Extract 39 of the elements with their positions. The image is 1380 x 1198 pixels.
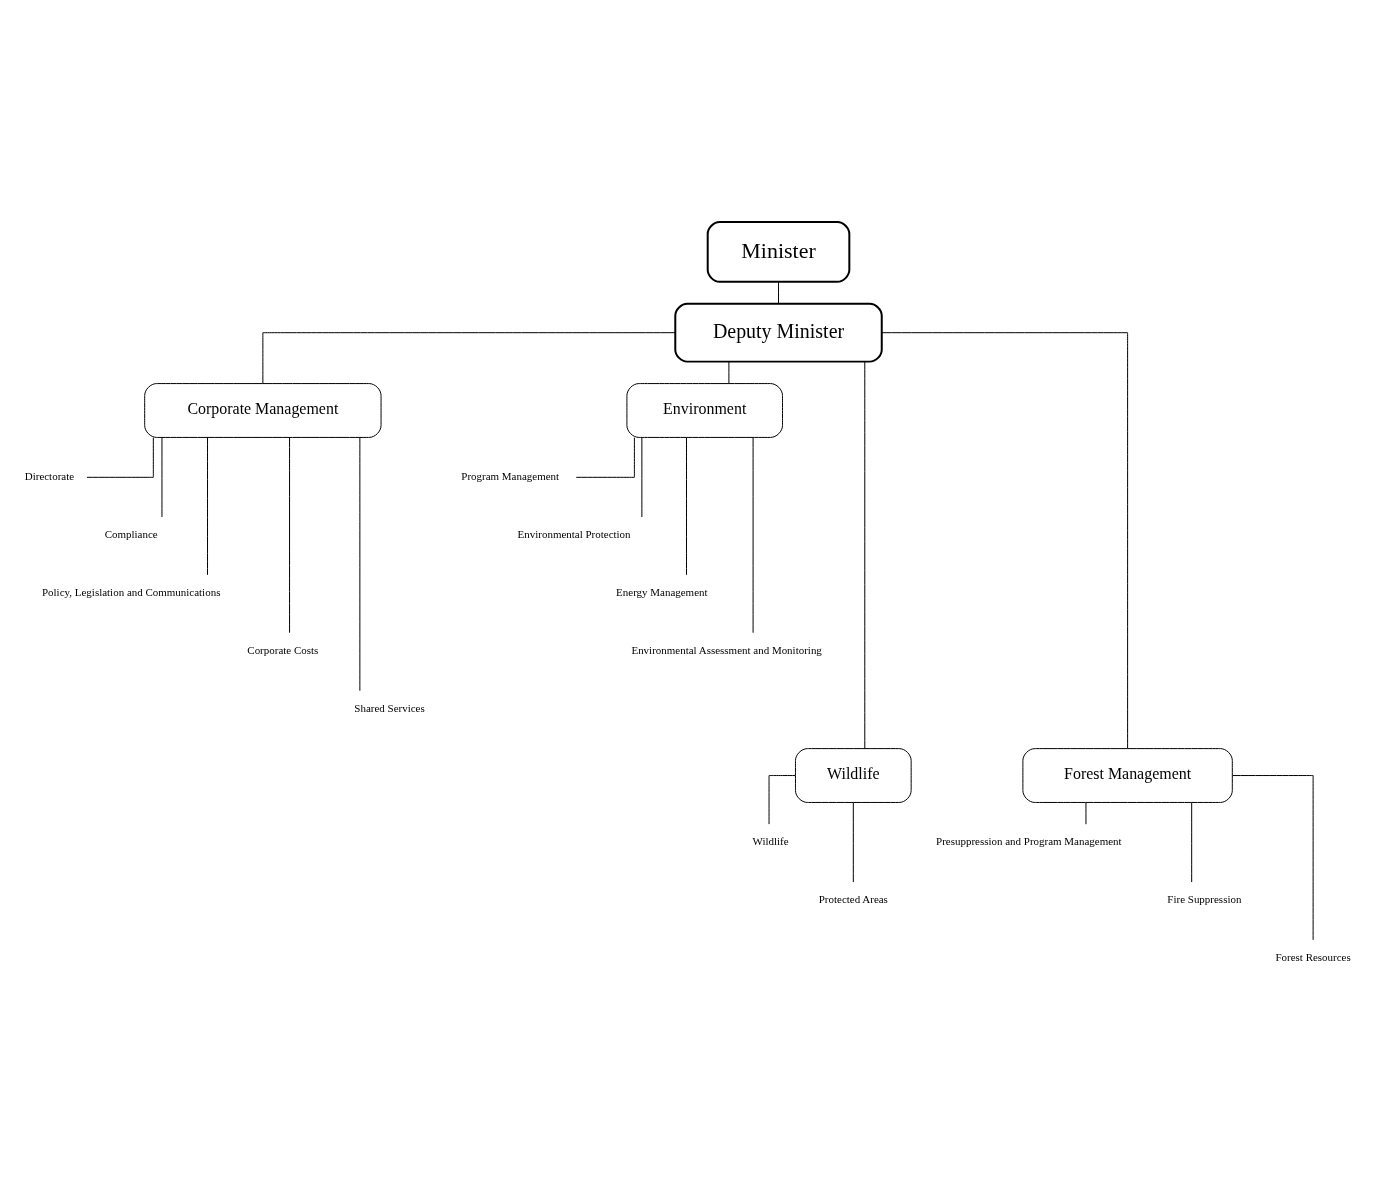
node-box: Forest Management (1022, 748, 1233, 803)
node-box: Environment (626, 383, 783, 438)
node-box: Corporate Management (144, 383, 382, 438)
node-text: Presuppression and Program Management (936, 835, 1122, 848)
connector (289, 437, 291, 634)
node-text: Fire Suppression (1167, 893, 1242, 905)
connector (881, 332, 1129, 749)
connector (575, 437, 635, 478)
connector (752, 437, 754, 634)
node-box: Wildlife (794, 748, 912, 803)
connector (852, 802, 854, 883)
connector (778, 281, 779, 305)
node-text: Compliance (104, 527, 158, 540)
node-text: Program Management (461, 470, 560, 483)
node-text: Wildlife (752, 835, 789, 848)
connector (1191, 802, 1193, 883)
connector (207, 436, 208, 576)
node-text: Environmental Protection (517, 527, 631, 540)
connector (161, 437, 163, 518)
connector (686, 436, 687, 576)
connector (359, 437, 361, 692)
connector (262, 332, 676, 384)
node-text: Corporate Costs (247, 643, 319, 656)
connector (1085, 802, 1087, 825)
node-box: Minister (706, 221, 851, 283)
node-text: Protected Areas (818, 893, 888, 905)
connector (86, 437, 154, 478)
node-text: Shared Services (354, 701, 425, 714)
connector (641, 437, 643, 518)
connector (864, 361, 866, 749)
node-box: Deputy Minister (674, 302, 883, 363)
connector (768, 775, 796, 825)
connector (1232, 775, 1314, 941)
node-text: Directorate (24, 470, 75, 483)
connector (728, 361, 730, 385)
node-text: Environmental Assessment and Monitoring (631, 643, 822, 656)
node-text: Forest Resources (1275, 950, 1351, 963)
node-text: Energy Management (616, 585, 708, 598)
node-text: Policy, Legislation and Communications (42, 585, 221, 598)
